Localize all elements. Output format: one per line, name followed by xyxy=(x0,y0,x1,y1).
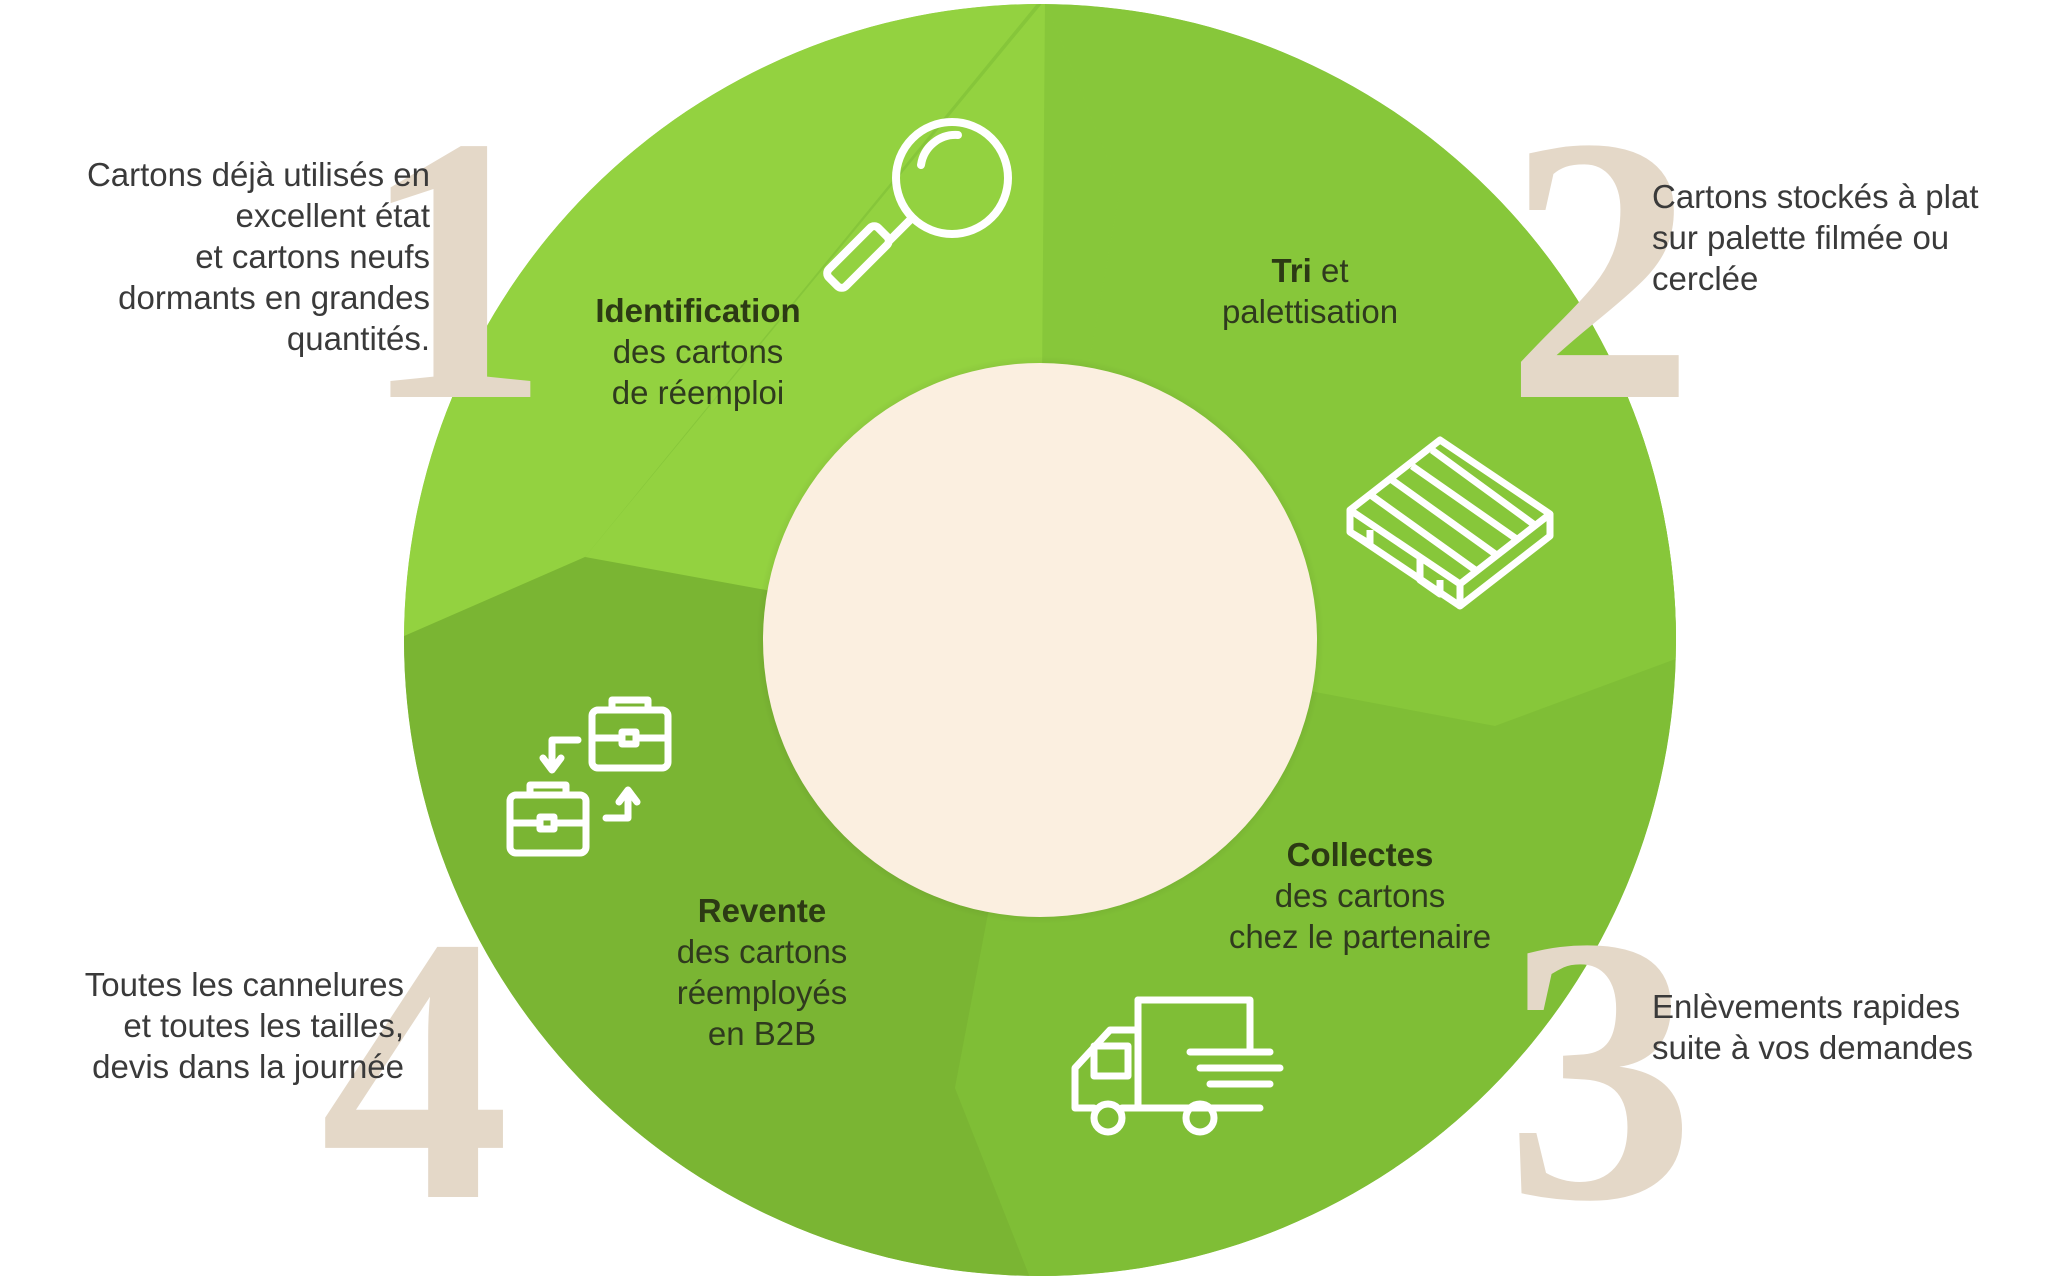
step-4-title-bold: Revente xyxy=(697,892,827,929)
step-4-description: Toutes les cannelures et toutes les tail… xyxy=(85,964,404,1087)
step-2-description: Cartons stockés à plat sur palette filmé… xyxy=(1652,176,1979,299)
step-3-label: Collectes des cartons chez le partenaire xyxy=(1150,834,1570,957)
step-1-title-bold: Identification xyxy=(595,292,801,329)
step-4-label-line: des cartons xyxy=(676,933,848,970)
step-1-description-line: Cartons déjà utilisés en xyxy=(86,156,430,193)
step-1-description-line: excellent état xyxy=(235,197,430,234)
step-number-3: 3 xyxy=(1505,859,1695,1280)
step-2-description-line: cerclée xyxy=(1652,260,1759,297)
step-4-label-line: réemployés xyxy=(676,974,848,1011)
step-2-label-line: palettisation xyxy=(1221,293,1399,330)
step-1-description-line: dormants en grandes xyxy=(118,279,430,316)
step-3-description-line: Enlèvements rapides xyxy=(1652,988,1961,1025)
magnifier-icon xyxy=(823,118,1012,292)
step-3-description-line: suite à vos demandes xyxy=(1652,1029,1974,1066)
step-number-1: 1 xyxy=(360,59,550,480)
step-2-label: Tri et palettisation xyxy=(1100,250,1520,332)
step-3-description: Enlèvements rapides suite à vos demandes xyxy=(1652,986,1973,1068)
step-4-title: Revente xyxy=(552,890,972,931)
step-1-label: Identification des cartons de réemploi xyxy=(488,290,908,413)
step-1-description-line: et cartons neufs xyxy=(195,238,430,275)
step-2-title: Tri et xyxy=(1100,250,1520,291)
step-4-description-line: et toutes les tailles, xyxy=(123,1007,404,1044)
step-3-title-bold: Collectes xyxy=(1286,836,1434,873)
pallet-icon xyxy=(1346,436,1554,610)
step-number-4: 4 xyxy=(320,859,510,1280)
step-4-label: Revente des cartons réemployés en B2B xyxy=(552,890,972,1054)
center-disc xyxy=(763,363,1317,917)
step-1-label-line: de réemploi xyxy=(611,374,785,411)
step-4-label-line: en B2B xyxy=(707,1015,817,1052)
step-4-description-line: Toutes les cannelures xyxy=(84,966,404,1003)
briefcase-exchange-icon xyxy=(506,696,672,857)
step-1-label-line: des cartons xyxy=(612,333,784,370)
step-4-description-line: devis dans la journée xyxy=(92,1048,404,1085)
step-2-title-rest: et xyxy=(1311,252,1349,289)
step-2-description-line: sur palette filmée ou xyxy=(1652,219,1950,256)
step-2-description-line: Cartons stockés à plat xyxy=(1652,178,1979,215)
step-2-title-bold: Tri xyxy=(1271,252,1312,289)
step-number-2: 2 xyxy=(1505,59,1695,480)
step-1-title: Identification xyxy=(488,290,908,331)
step-3-title: Collectes xyxy=(1150,834,1570,875)
step-1-description: Cartons déjà utilisés en excellent état … xyxy=(87,154,430,359)
step-3-label-line: des cartons xyxy=(1274,877,1446,914)
step-1-description-line: quantités. xyxy=(286,320,430,357)
step-3-label-line: chez le partenaire xyxy=(1228,918,1492,955)
truck-icon xyxy=(1071,996,1284,1136)
